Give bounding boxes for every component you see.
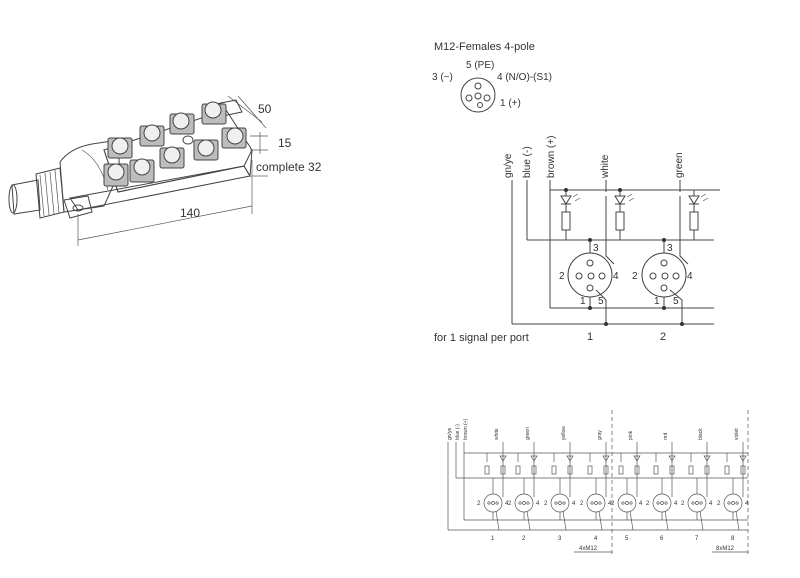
pin-1-label: 1 (+) [500,98,521,109]
schematic8-port-numbers: 1 2 3 4 5 6 7 8 [491,536,735,542]
wire8-white-label: white [494,428,500,440]
pin-5-label: 5 (PE) [466,60,494,71]
wiring-schematic [511,180,720,326]
pin-4-label: 4 (N/O)-(S1) [497,72,552,83]
svg-text:4: 4 [745,501,749,507]
wire8-violet-label: violet [734,428,740,440]
c2-pin-5: 5 [673,296,679,307]
svg-text:4: 4 [639,501,643,507]
schematic8-buses [447,410,749,556]
wire8-gnye-label: gn/ye [447,428,453,440]
wire-gnye-label: gn/ye [503,153,514,178]
wire8-black-label: black [698,428,704,440]
group-label-8xm12: 8xM12 [716,546,735,552]
group-label-4xm12: 4xM12 [579,546,598,552]
wire8-pink-label: pink [628,430,634,440]
svg-text:2: 2 [580,501,584,507]
junction-box-drawing [8,95,268,246]
dim-complete: complete 32 [256,160,322,174]
wire-green-label: green [674,152,685,178]
wire8-gray-label: gray [597,430,603,440]
svg-text:2: 2 [646,501,650,507]
c2-pin-3: 3 [667,243,673,254]
wire8-blue-label: blue (-) [455,424,461,440]
port8-number-5: 5 [625,536,629,542]
dim-length: 140 [180,206,200,220]
svg-text:4: 4 [536,501,540,507]
svg-text:2: 2 [544,501,548,507]
svg-text:4: 4 [505,501,509,507]
c2-pin-4: 4 [687,271,693,282]
wire-brown-label: brown (+) [546,135,557,178]
svg-text:4: 4 [674,501,678,507]
port-number-2: 2 [660,331,666,343]
schematic-caption: for 1 signal per port [434,332,529,344]
svg-text:2: 2 [717,501,721,507]
dim-width: 50 [258,102,272,116]
port8-number-1: 1 [491,536,495,542]
c2-pin-2: 2 [632,271,638,282]
pin-3-label: 3 (−) [432,72,453,83]
c1-pin-4: 4 [613,271,619,282]
svg-text:2: 2 [611,501,615,507]
wire-blue-label: blue (-) [522,146,533,178]
svg-text:4: 4 [608,501,612,507]
c1-pin-5: 5 [598,296,604,307]
wire-white-label: white [600,154,611,179]
port8-number-7: 7 [695,536,699,542]
port8-number-3: 3 [558,536,562,542]
svg-text:4: 4 [572,501,576,507]
c2-pin-1: 1 [654,296,660,307]
svg-text:4: 4 [709,501,713,507]
wire8-color-labels: white green yellow gray pink red black violet [494,426,740,440]
c1-pin-1: 1 [580,296,586,307]
port8-number-8: 8 [731,536,735,542]
c1-pin-3: 3 [593,243,599,254]
wire8-red-label: red [663,433,669,440]
port8-number-4: 4 [594,536,598,542]
schematic-title: M12-Females 4-pole [434,41,535,53]
svg-text:2: 2 [508,501,512,507]
port8-number-6: 6 [660,536,664,542]
port-number-1: 1 [587,331,593,343]
pin-legend-connector [460,77,496,113]
port8-number-2: 2 [522,536,526,542]
dim-height: 15 [278,136,292,150]
wire8-brown-label: brown (+) [463,418,469,440]
c1-pin-2: 2 [559,271,565,282]
svg-text:2: 2 [477,501,481,507]
wire8-yellow-label: yellow [561,426,567,440]
svg-text:2: 2 [681,501,685,507]
wire8-green-label: green [525,427,531,440]
